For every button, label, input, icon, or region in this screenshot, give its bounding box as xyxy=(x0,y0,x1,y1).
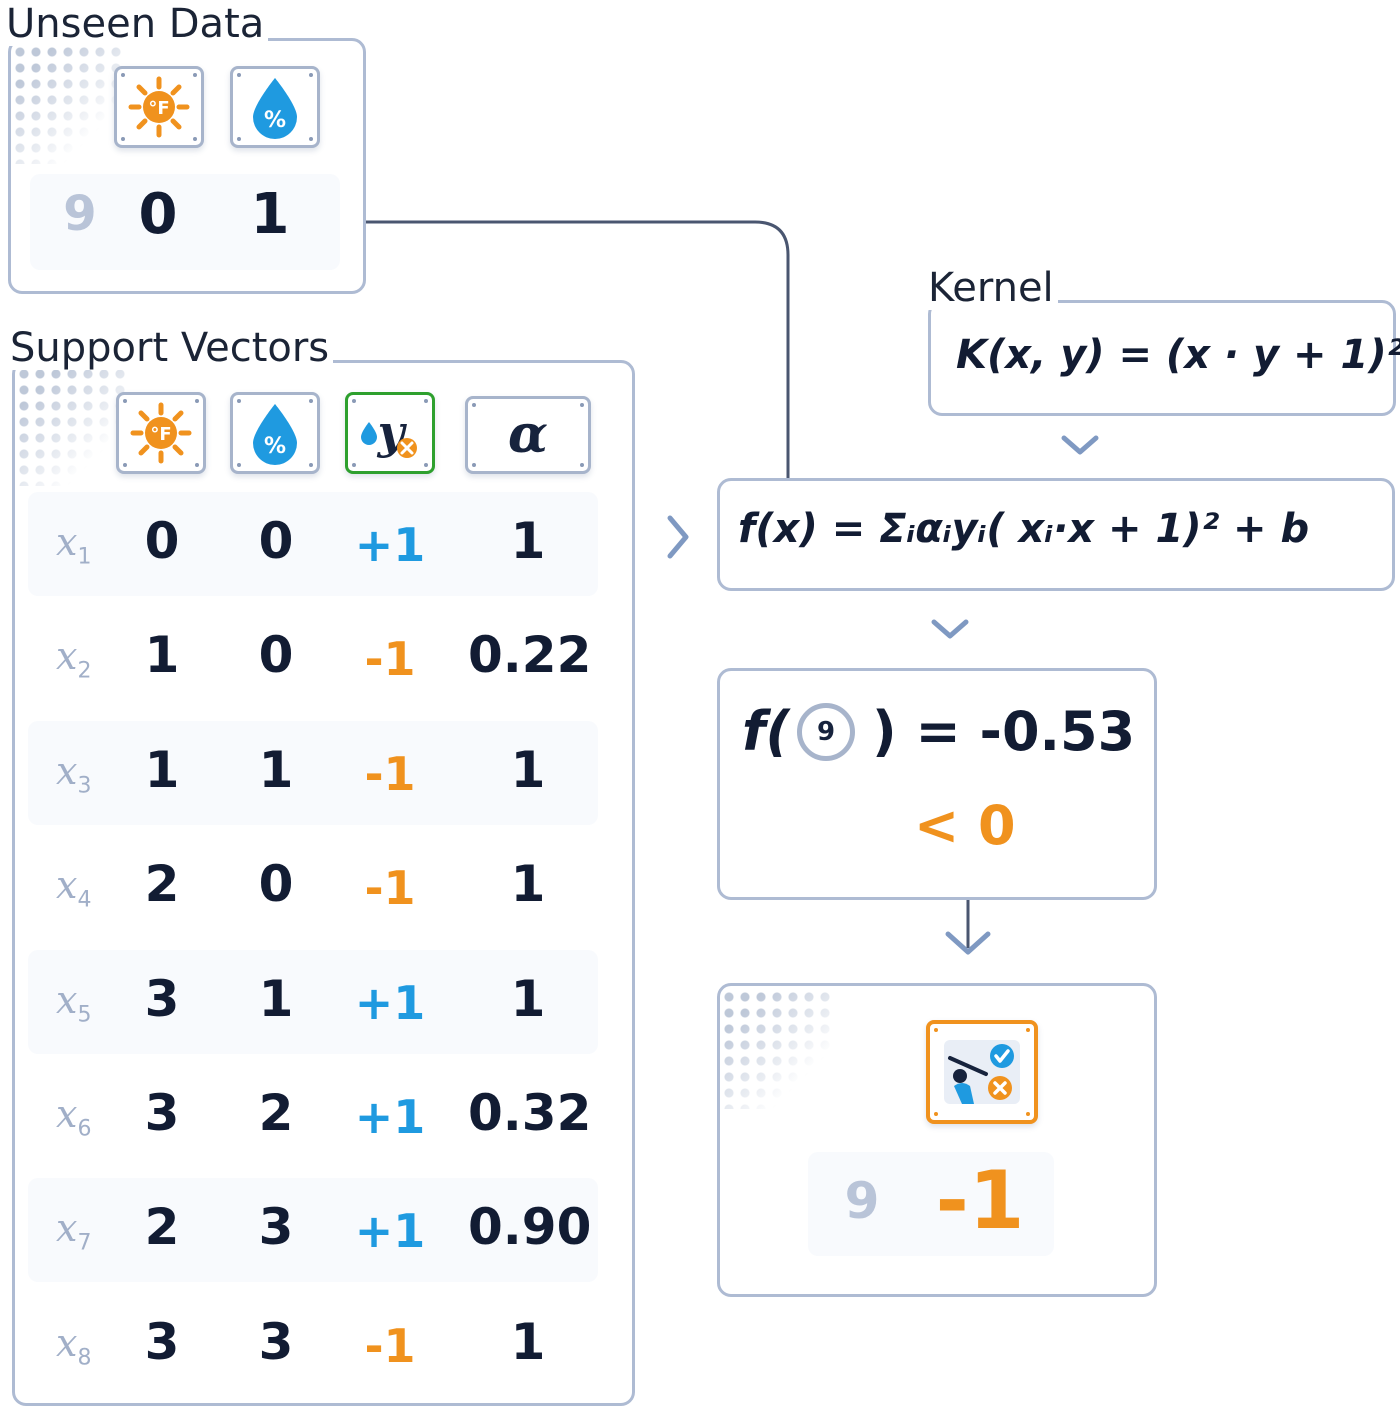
support-vector-label: x1 xyxy=(56,520,92,570)
temperature-cell: 3 xyxy=(144,970,180,1028)
label-y-icon: y xyxy=(361,405,417,459)
alpha-cell: 1 xyxy=(510,741,546,799)
label-cell: -1 xyxy=(364,632,416,686)
evaluation-lhs: f( xyxy=(742,700,791,763)
unseen-data-title: Unseen Data xyxy=(2,2,269,46)
temperature-icon-tile: °F xyxy=(114,66,204,148)
svg-text:%: % xyxy=(264,108,286,133)
humidity-cell: 0 xyxy=(258,626,294,684)
label-cell: -1 xyxy=(364,747,416,801)
svg-text:%: % xyxy=(264,434,286,459)
unseen-to-formula-connector xyxy=(365,220,790,512)
unseen-temp-value: 0 xyxy=(138,182,178,247)
humidity-cell: 2 xyxy=(258,1084,294,1142)
humidity-icon: % xyxy=(253,78,297,139)
humidity-cell: 1 xyxy=(258,970,294,1028)
support-vector-label: x8 xyxy=(56,1321,92,1371)
alpha-cell: 0.32 xyxy=(468,1084,592,1142)
evaluation-sample-id: 9 xyxy=(816,717,836,747)
dot-pattern xyxy=(721,989,831,1109)
alpha-cell: 1 xyxy=(510,512,546,570)
humidity-cell: 3 xyxy=(258,1313,294,1371)
dot-pattern xyxy=(16,366,126,486)
evaluation-panel xyxy=(717,668,1157,900)
decision-function-panel xyxy=(717,478,1395,591)
sample-badge-icon: 9 xyxy=(797,703,855,761)
label-cell: -1 xyxy=(364,1319,416,1373)
temperature-header-tile: °F xyxy=(116,392,206,474)
humidity-icon: % xyxy=(253,404,297,465)
humidity-cell: 0 xyxy=(258,512,294,570)
kernel-title: Kernel xyxy=(924,266,1058,310)
support-vector-label: x3 xyxy=(56,749,92,799)
label-cell: +1 xyxy=(354,976,426,1030)
support-vector-label: x7 xyxy=(56,1206,92,1256)
evaluation-comparison: < 0 xyxy=(914,794,1016,857)
evaluation-rhs: ) = -0.53 xyxy=(872,700,1136,763)
alpha-cell: 1 xyxy=(510,970,546,1028)
table-row xyxy=(28,950,598,1054)
temperature-icon: °F xyxy=(130,402,192,464)
table-row xyxy=(28,1178,598,1282)
support-vector-label: x2 xyxy=(56,634,92,684)
result-row xyxy=(808,1152,1054,1256)
kernel-formula: K(x, y) = (x · y + 1)² xyxy=(956,332,1400,378)
temperature-cell: 1 xyxy=(144,626,180,684)
humidity-cell: 3 xyxy=(258,1198,294,1256)
svg-text:°F: °F xyxy=(150,424,171,445)
temperature-cell: 3 xyxy=(144,1084,180,1142)
label-cell: +1 xyxy=(354,518,426,572)
support-vector-label: x6 xyxy=(56,1092,92,1142)
chevron-down-icon xyxy=(1061,435,1099,455)
humidity-header-tile: % xyxy=(230,392,320,474)
golf-decision-icon xyxy=(944,1040,1020,1104)
unseen-humidity-value: 1 xyxy=(250,182,290,247)
alpha-cell: 1 xyxy=(510,855,546,913)
kernel-panel xyxy=(928,300,1396,416)
temperature-icon: °F xyxy=(128,76,190,138)
chevron-down-icon xyxy=(945,931,991,955)
temperature-cell: 2 xyxy=(144,1198,180,1256)
temperature-cell: 2 xyxy=(144,855,180,913)
label-cell: -1 xyxy=(364,861,416,915)
chevron-right-icon xyxy=(667,515,689,559)
table-row xyxy=(28,492,598,596)
alpha-header-tile: α xyxy=(465,396,591,474)
result-label: -1 xyxy=(935,1154,1025,1247)
alpha-cell: 0.22 xyxy=(468,626,592,684)
chevron-down-icon xyxy=(931,619,969,639)
alpha-cell: 1 xyxy=(510,1313,546,1371)
result-icon-tile xyxy=(926,1020,1038,1124)
temperature-cell: 3 xyxy=(144,1313,180,1371)
label-cell: +1 xyxy=(354,1204,426,1258)
humidity-cell: 1 xyxy=(258,741,294,799)
label-cell: +1 xyxy=(354,1090,426,1144)
alpha-header-text: α xyxy=(507,404,548,465)
support-vector-label: x5 xyxy=(56,978,92,1028)
result-sample-id: 9 xyxy=(844,1172,880,1230)
humidity-icon-tile: % xyxy=(230,66,320,148)
support-vector-label: x4 xyxy=(56,863,92,913)
table-row xyxy=(28,721,598,825)
label-header-tile: y xyxy=(345,392,435,474)
unseen-row xyxy=(30,174,340,270)
alpha-cell: 0.90 xyxy=(468,1198,592,1256)
decision-function-formula: f(x) = Σᵢαᵢyᵢ( xᵢ·x + 1)² + b xyxy=(738,506,1310,552)
svg-text:°F: °F xyxy=(148,98,169,119)
temperature-cell: 1 xyxy=(144,741,180,799)
support-vectors-title: Support Vectors xyxy=(6,326,334,370)
unseen-sample-id: 9 xyxy=(63,186,97,242)
dot-pattern xyxy=(12,44,122,164)
temperature-cell: 0 xyxy=(144,512,180,570)
humidity-cell: 0 xyxy=(258,855,294,913)
